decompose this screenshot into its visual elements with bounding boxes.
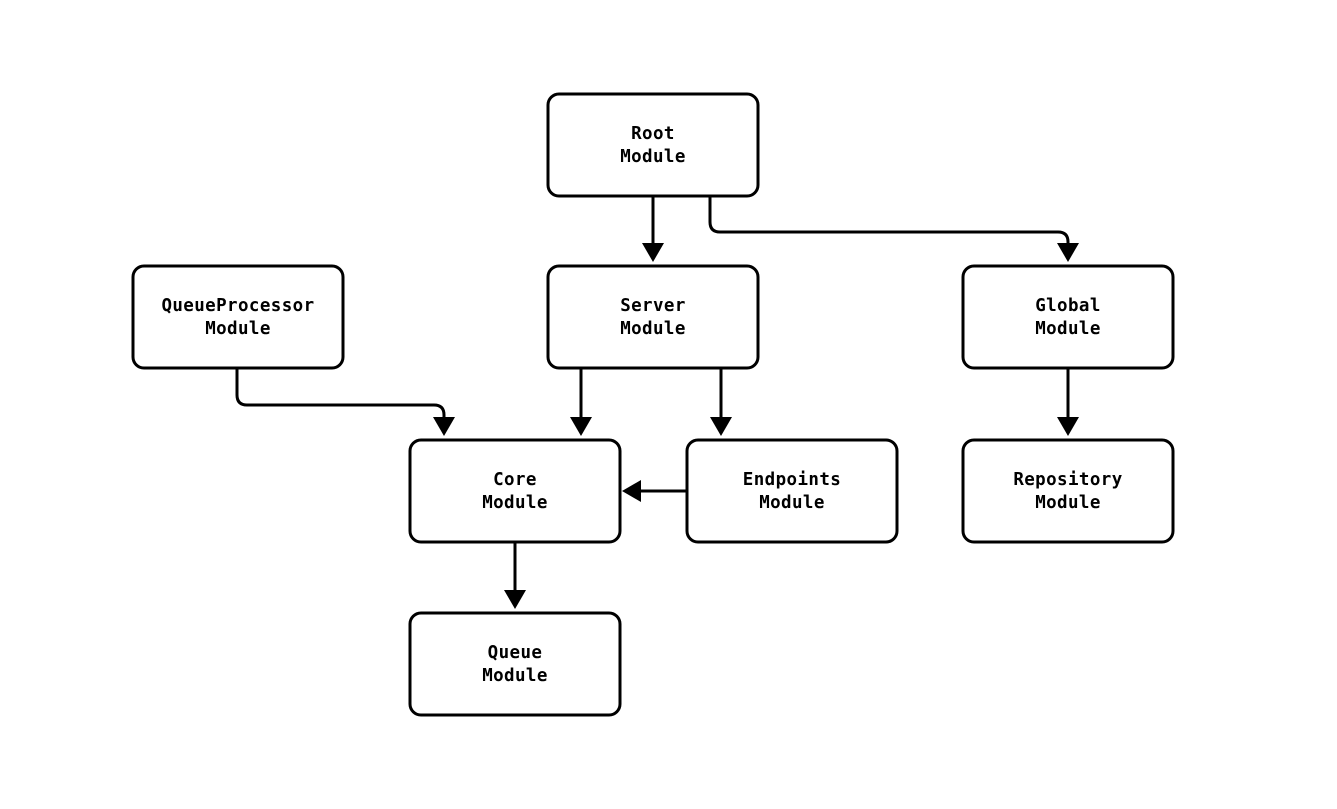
edge-line [235, 368, 446, 419]
node-label-kind: Module [759, 493, 825, 513]
arrowhead-icon [622, 480, 641, 502]
node-label-name: Queue [488, 643, 543, 663]
edge-server-core [570, 368, 592, 436]
edge-global-repository [1057, 368, 1079, 436]
node-box[interactable] [546, 92, 760, 198]
edge-endpoints-core [622, 480, 687, 502]
edge-root-server [642, 196, 664, 262]
node-label-name: QueueProcessor [161, 296, 314, 316]
node-label-kind: Module [482, 666, 548, 686]
node-box[interactable] [961, 438, 1175, 544]
node-label-kind: Module [1035, 493, 1101, 513]
node-label-kind: Module [1035, 319, 1101, 339]
node-label-name: Endpoints [743, 470, 841, 490]
node-label-kind: Module [482, 493, 548, 513]
edge-line [708, 196, 1070, 245]
node-box[interactable] [131, 264, 345, 370]
edge-core-queue [504, 542, 526, 609]
node-box[interactable] [546, 264, 760, 370]
arrowhead-icon [433, 417, 455, 436]
arrowhead-icon [642, 243, 664, 262]
node-label-name: Global [1035, 296, 1101, 316]
arrowhead-icon [710, 417, 732, 436]
node-box[interactable] [408, 438, 622, 544]
edge-server-endpoints [710, 368, 732, 436]
node-box[interactable] [685, 438, 899, 544]
nodes-layer: RootModuleQueueProcessorModuleServerModu… [131, 92, 1175, 717]
node-label-kind: Module [620, 319, 686, 339]
node-box[interactable] [408, 611, 622, 717]
node-label-name: Core [493, 470, 537, 490]
arrowhead-icon [1057, 243, 1079, 262]
node-label-kind: Module [620, 147, 686, 167]
edge-queueprocessor-core [235, 368, 455, 436]
edges-layer [235, 196, 1079, 609]
arrowhead-icon [570, 417, 592, 436]
edge-root-global [708, 196, 1079, 262]
node-label-name: Repository [1013, 470, 1122, 490]
node-label-kind: Module [205, 319, 271, 339]
node-box[interactable] [961, 264, 1175, 370]
arrowhead-icon [1057, 417, 1079, 436]
arrowhead-icon [504, 590, 526, 609]
node-label-name: Root [631, 124, 675, 144]
node-label-name: Server [620, 296, 686, 316]
